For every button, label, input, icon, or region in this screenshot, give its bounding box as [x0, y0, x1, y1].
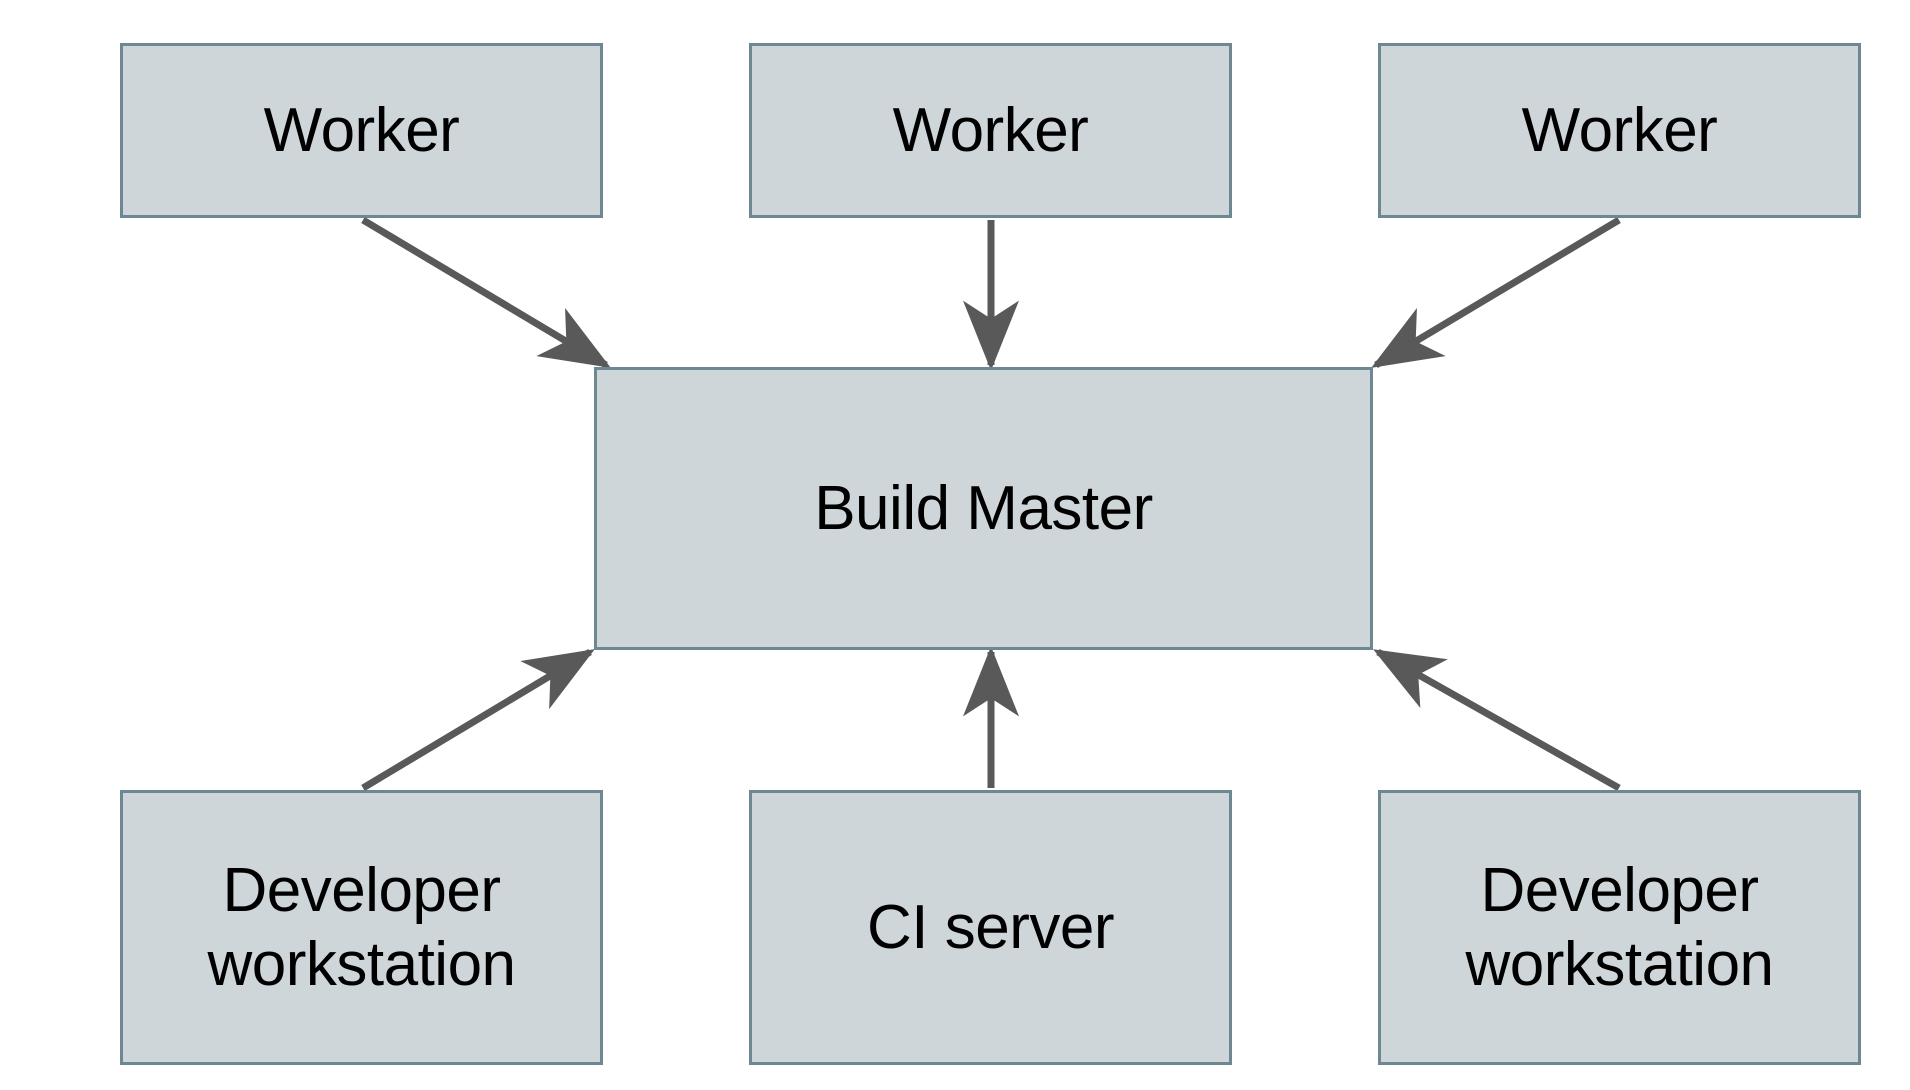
node-worker-1[interactable]: Worker	[120, 43, 603, 218]
node-label-build-master: Build Master	[814, 473, 1153, 543]
node-ci-server[interactable]: CI server	[749, 790, 1232, 1065]
node-workstation-1[interactable]: Developer workstation	[120, 790, 603, 1065]
edge-worker-3-to-build-master	[1371, 216, 1621, 369]
node-label-workstation-1: Developer workstation	[207, 856, 516, 999]
edge-workstation-1-to-build-master	[361, 648, 595, 792]
node-build-master[interactable]: Build Master	[594, 367, 1373, 650]
node-label-workstation-2: Developer workstation	[1465, 856, 1774, 999]
node-label-worker-3: Worker	[1521, 95, 1718, 165]
node-label-worker-1: Worker	[263, 95, 460, 165]
edge-workstation-2-to-build-master	[1373, 648, 1621, 792]
node-workstation-2[interactable]: Developer workstation	[1378, 790, 1861, 1065]
edge-worker-1-to-build-master	[361, 216, 611, 369]
node-label-worker-2: Worker	[892, 95, 1089, 165]
node-label-ci-server: CI server	[867, 892, 1114, 962]
node-worker-3[interactable]: Worker	[1378, 43, 1861, 218]
node-worker-2[interactable]: Worker	[749, 43, 1232, 218]
